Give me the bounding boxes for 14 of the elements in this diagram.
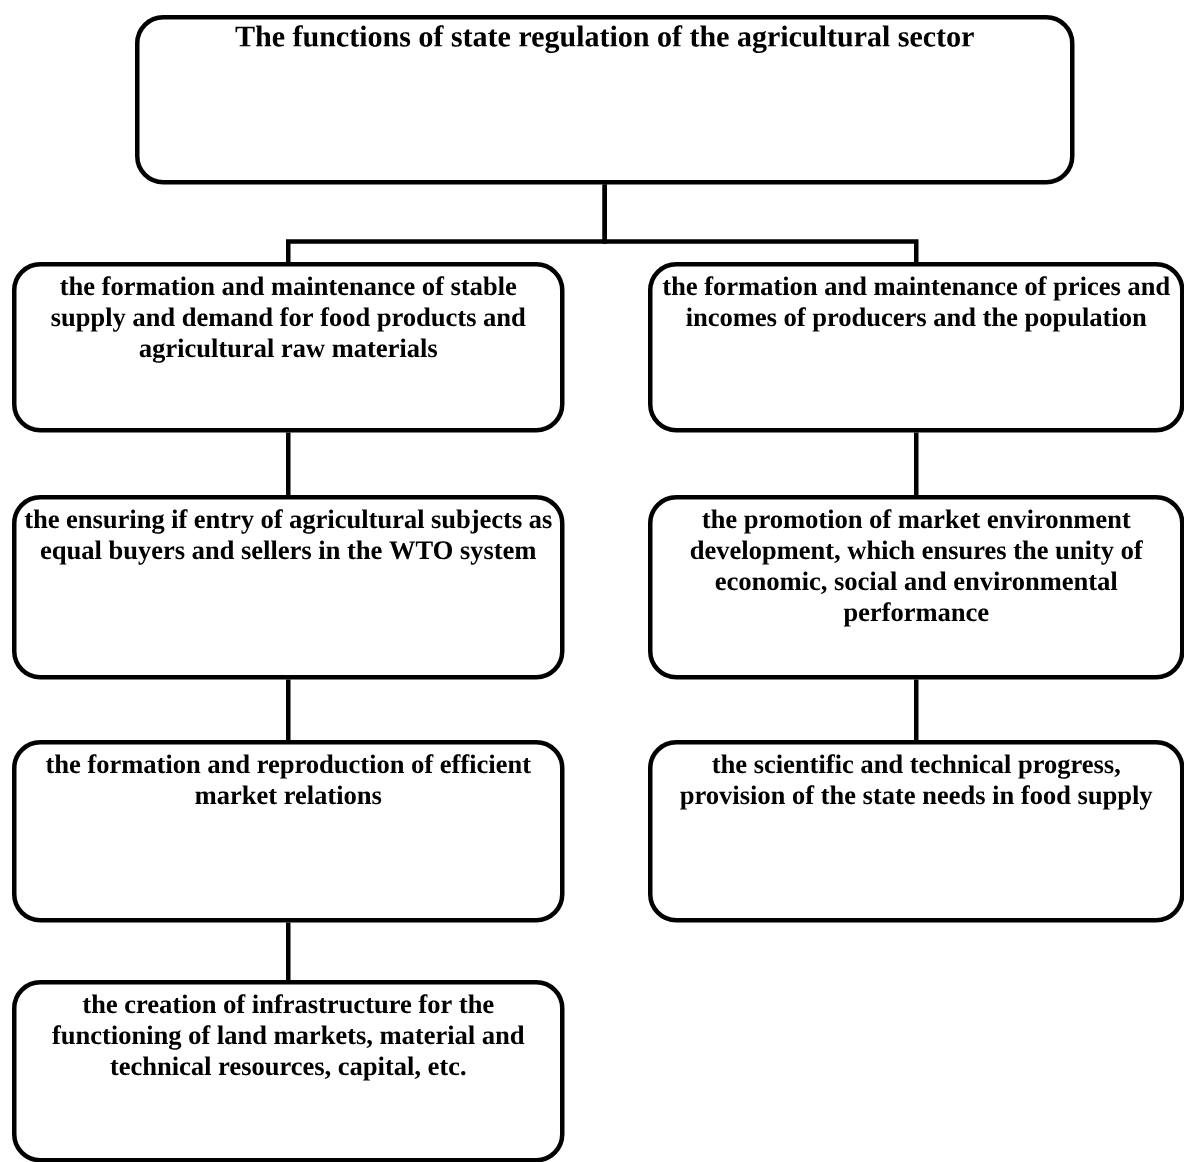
function-box: the creation of infrastructure for the functioning of land markets, material and technical resources, capital, etc. — [12, 980, 565, 1162]
function-box: the formation and reproduction of efficient market relations — [12, 740, 565, 923]
function-box: the formation and maintenance of prices and incomes of producers and the population — [648, 262, 1184, 433]
function-box: the promotion of market environment development, which ensures the unity of economic, social and environmental performance — [648, 495, 1184, 680]
connector-line — [286, 679, 291, 740]
function-box: the formation and maintenance of stable supply and demand for food products and agricultural raw materials — [12, 262, 565, 433]
connector-line — [602, 184, 919, 262]
function-box: the scientific and technical progress, provision of the state needs in food supply — [648, 740, 1184, 923]
connector-line — [914, 432, 919, 495]
function-box: the ensuring if entry of agricultural subjects as equal buyers and sellers in the WTO system — [12, 495, 565, 680]
connector-line — [286, 432, 291, 495]
connector-line — [286, 922, 291, 980]
connector-line — [914, 679, 919, 740]
title-box: The functions of state regulation of the agricultural sector — [135, 15, 1075, 185]
